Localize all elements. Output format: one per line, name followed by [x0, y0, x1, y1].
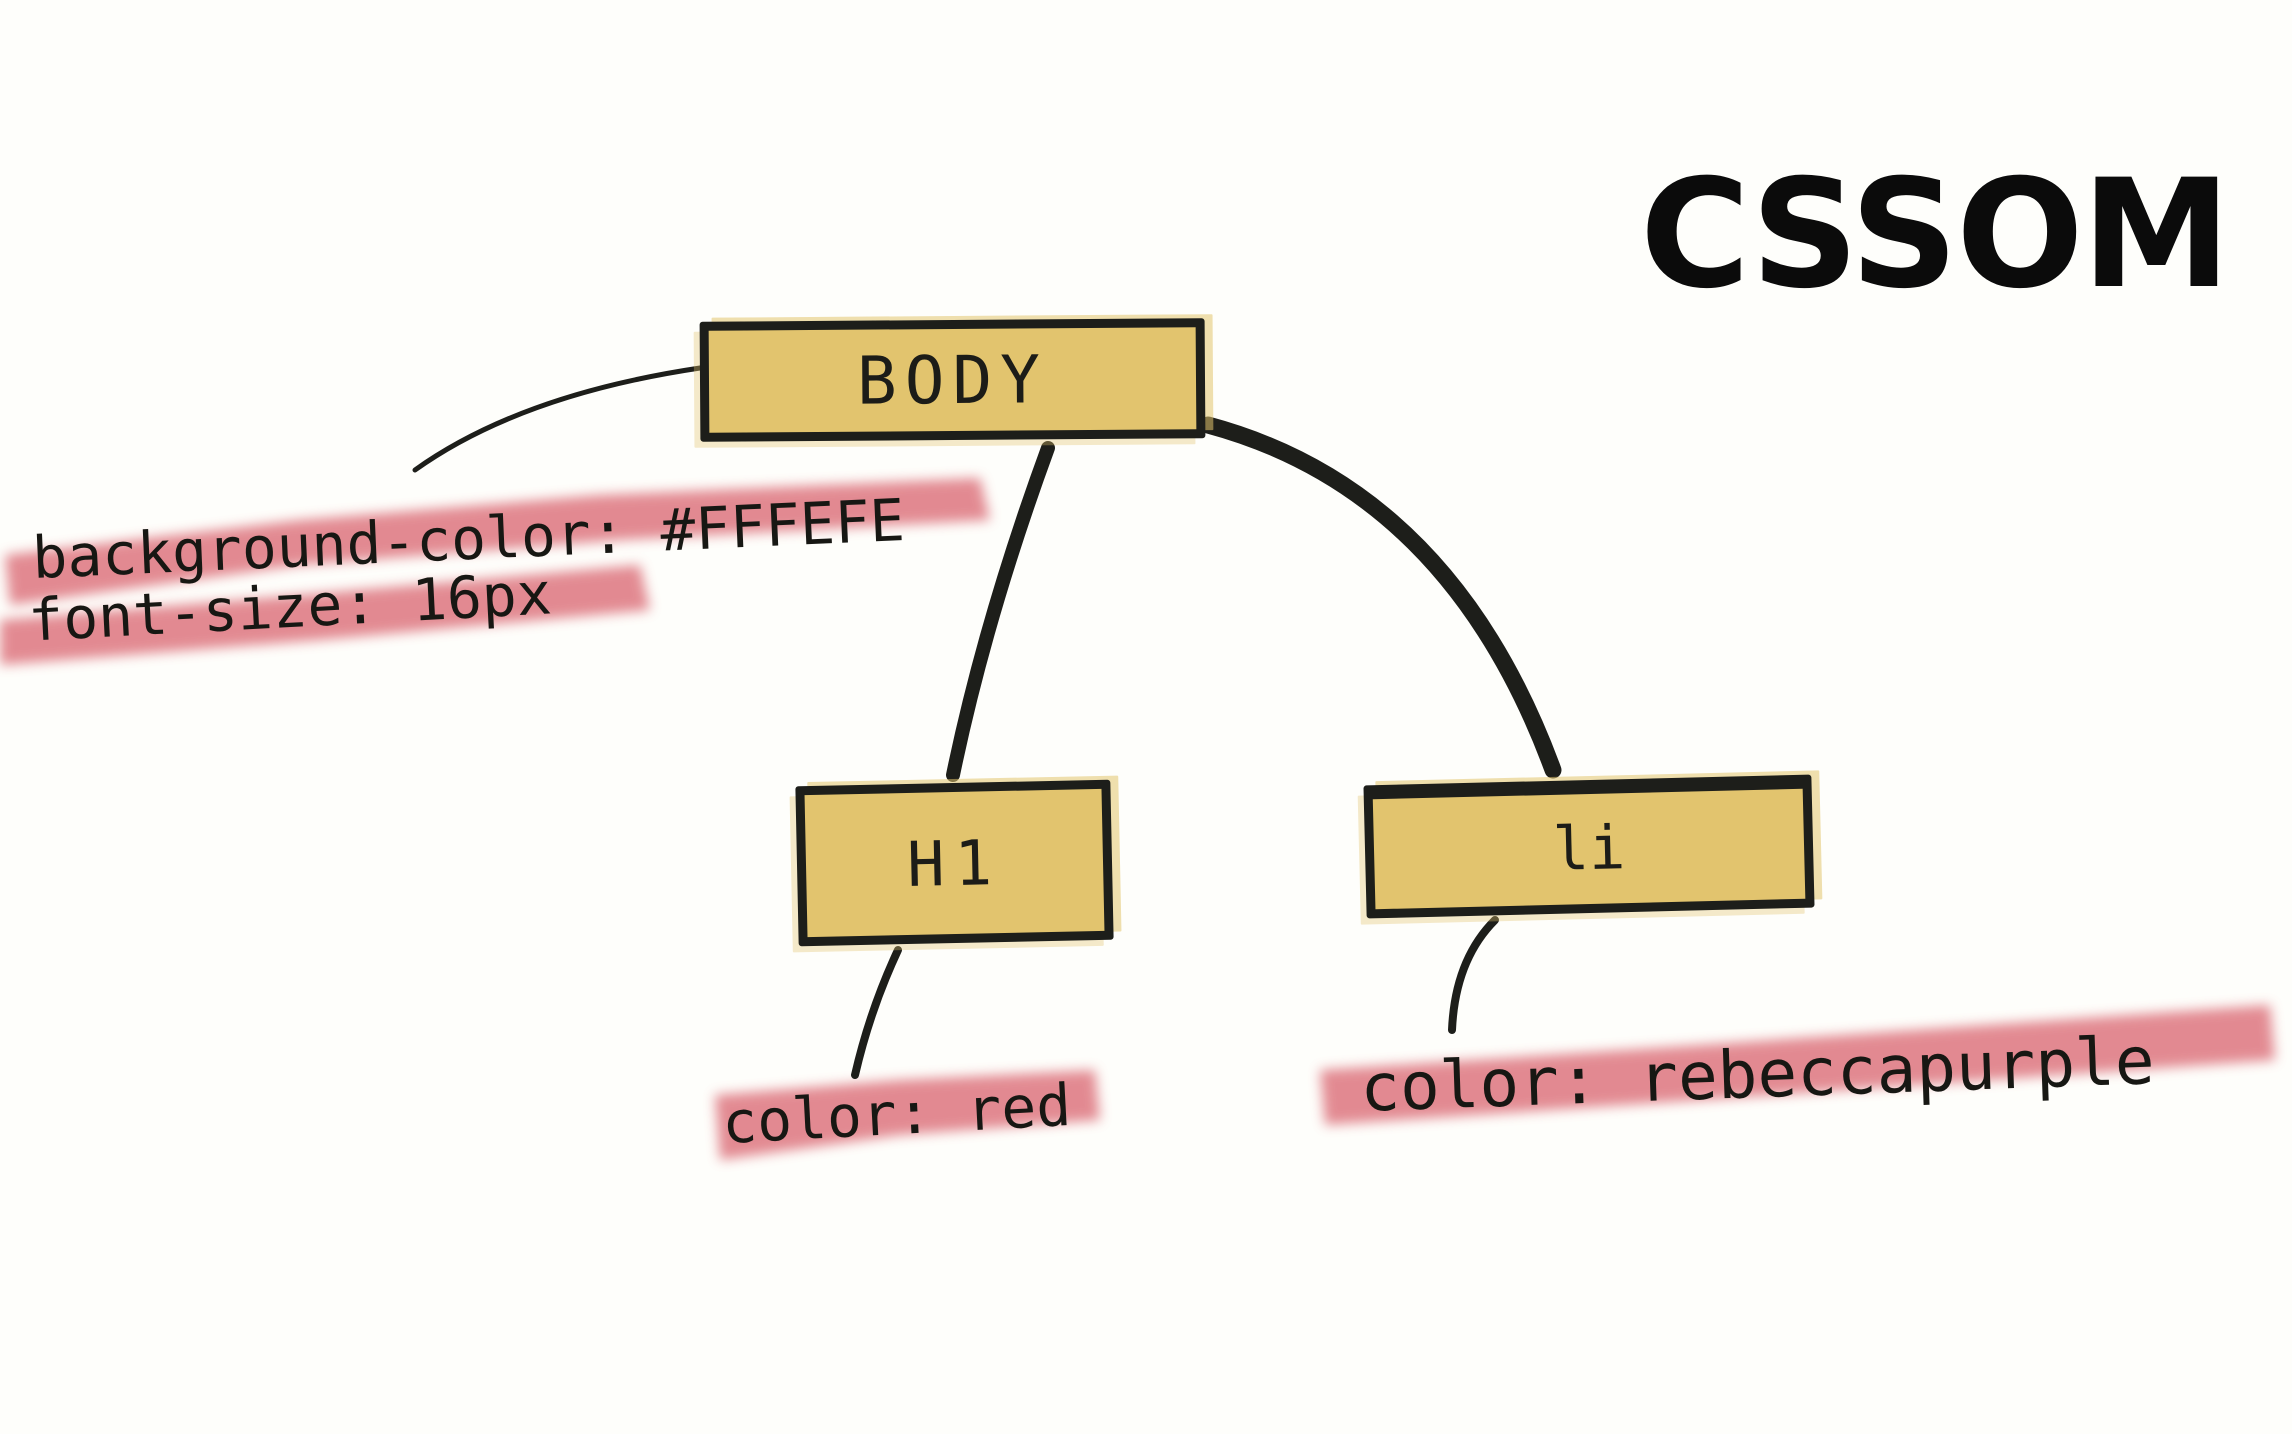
diagram-title: CSSOM [1640, 148, 2231, 322]
node-body: BODY [699, 318, 1206, 442]
edge-body-to-li [1199, 416, 1562, 779]
node-h1: H1 [795, 779, 1114, 947]
highlight-h1-color [715, 1070, 1100, 1160]
edge-body-to-background-prop [412, 365, 703, 473]
node-body-label: BODY [856, 340, 1049, 420]
node-h1-label: H1 [906, 825, 1003, 901]
tree-edges [412, 365, 1562, 1079]
edge-body-to-h1 [946, 441, 1055, 782]
node-li: li [1363, 774, 1815, 919]
highlight-font-size [0, 565, 650, 665]
prop-h1-color: color: red [720, 1070, 1073, 1158]
edge-li-to-color-rebeccapurple [1448, 916, 1499, 1034]
node-li-label: li [1552, 813, 1627, 885]
highlight-strokes [0, 478, 2275, 1160]
edge-h1-to-color-red [851, 946, 902, 1079]
highlight-li-color [1320, 1005, 2275, 1125]
highlight-background-color [5, 478, 990, 605]
